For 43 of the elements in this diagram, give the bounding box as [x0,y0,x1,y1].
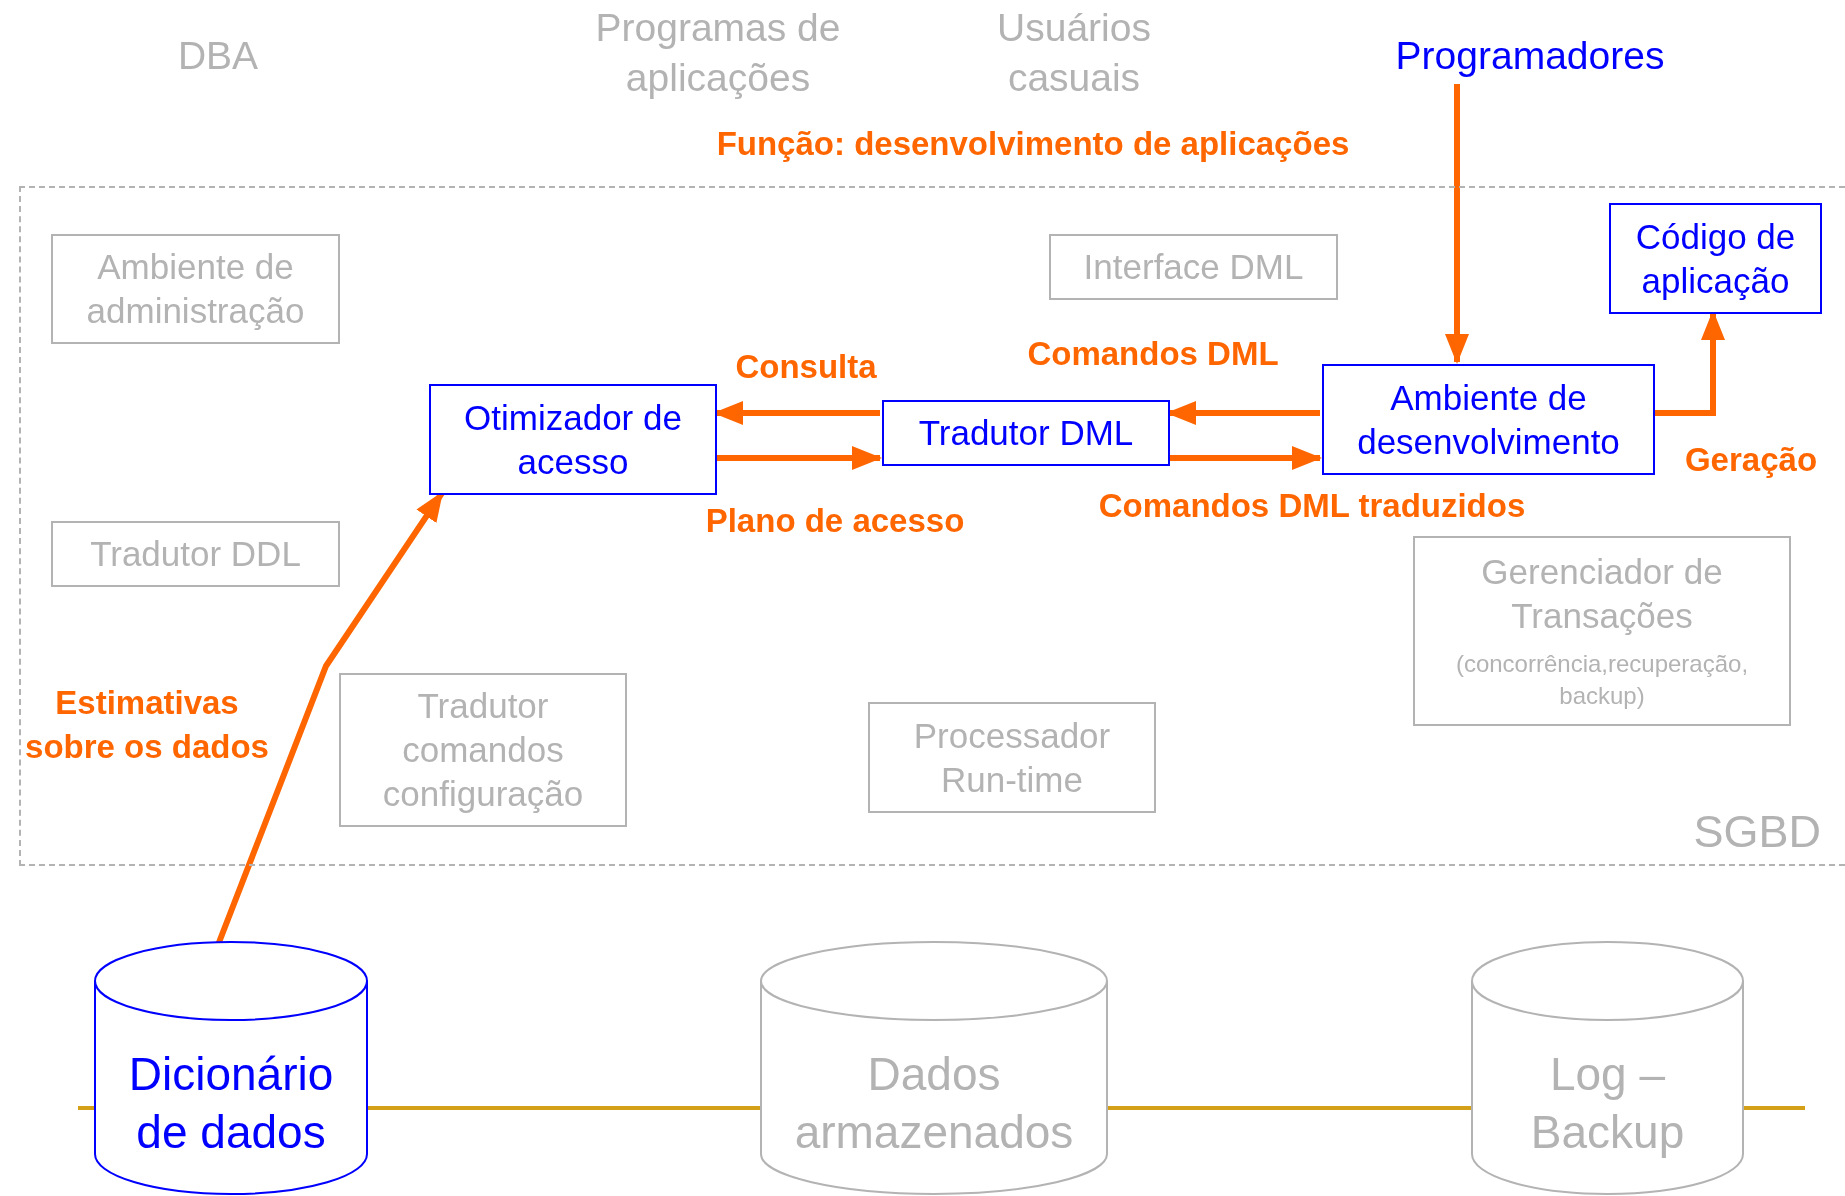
edge-label: Comandos DML traduzidos [1098,486,1526,526]
component-box [51,521,340,587]
node-label: Tradutor DDL [89,533,302,575]
node-note: (concorrência,recuperação, backup) [1454,649,1750,711]
node-label: Programadores [1394,34,1666,78]
node-label: Gerenciador de Transações [1480,551,1724,637]
database-cylinder [94,941,368,1194]
component-box [1609,203,1822,314]
node-label: Tradutor DML [917,412,1135,454]
component-box [1413,536,1791,726]
arrow [1445,84,1469,364]
component-box [868,702,1156,813]
function-heading: Função: desenvolvimento de aplicações [716,124,1350,164]
edge-label: Consulta [735,347,877,387]
node-label: Ambiente de desenvolvimento [1356,376,1621,463]
node-label: Otimizador de acesso [463,396,683,483]
bus-line [368,1106,760,1110]
actor-label: DBA [177,33,259,79]
component-box [1049,234,1338,300]
node-label: Log – Backup [1529,1046,1686,1160]
node-label: Código de aplicação [1634,215,1797,302]
actor-label: Programas de aplicações [594,5,842,101]
component-box [339,673,627,827]
edge-label: Geração [1684,440,1818,480]
edge-label: Estimativas sobre os dados [24,683,270,767]
node-label: Interface DML [1082,246,1305,288]
database-cylinder [1471,941,1744,1194]
node-label: SGBD [1693,806,1821,858]
component-box [882,400,1170,466]
component-box [1322,364,1655,475]
component-box [429,384,717,495]
edge-label: Comandos DML [1027,334,1279,374]
system-boundary [19,186,1845,866]
actor-label: Usuários casuais [996,5,1152,101]
database-cylinder [760,941,1108,1194]
node-label: Dados armazenados [793,1046,1075,1160]
node-label: Tradutor comandos configuração [381,685,585,815]
node-label: Dicionário de dados [127,1046,335,1160]
edge-label: Plano de acesso [705,501,965,541]
bus-line [1108,1106,1471,1110]
component-box [51,234,340,344]
node-label: Ambiente de administração [85,246,306,332]
node-label: Processador Run-time [912,714,1112,801]
